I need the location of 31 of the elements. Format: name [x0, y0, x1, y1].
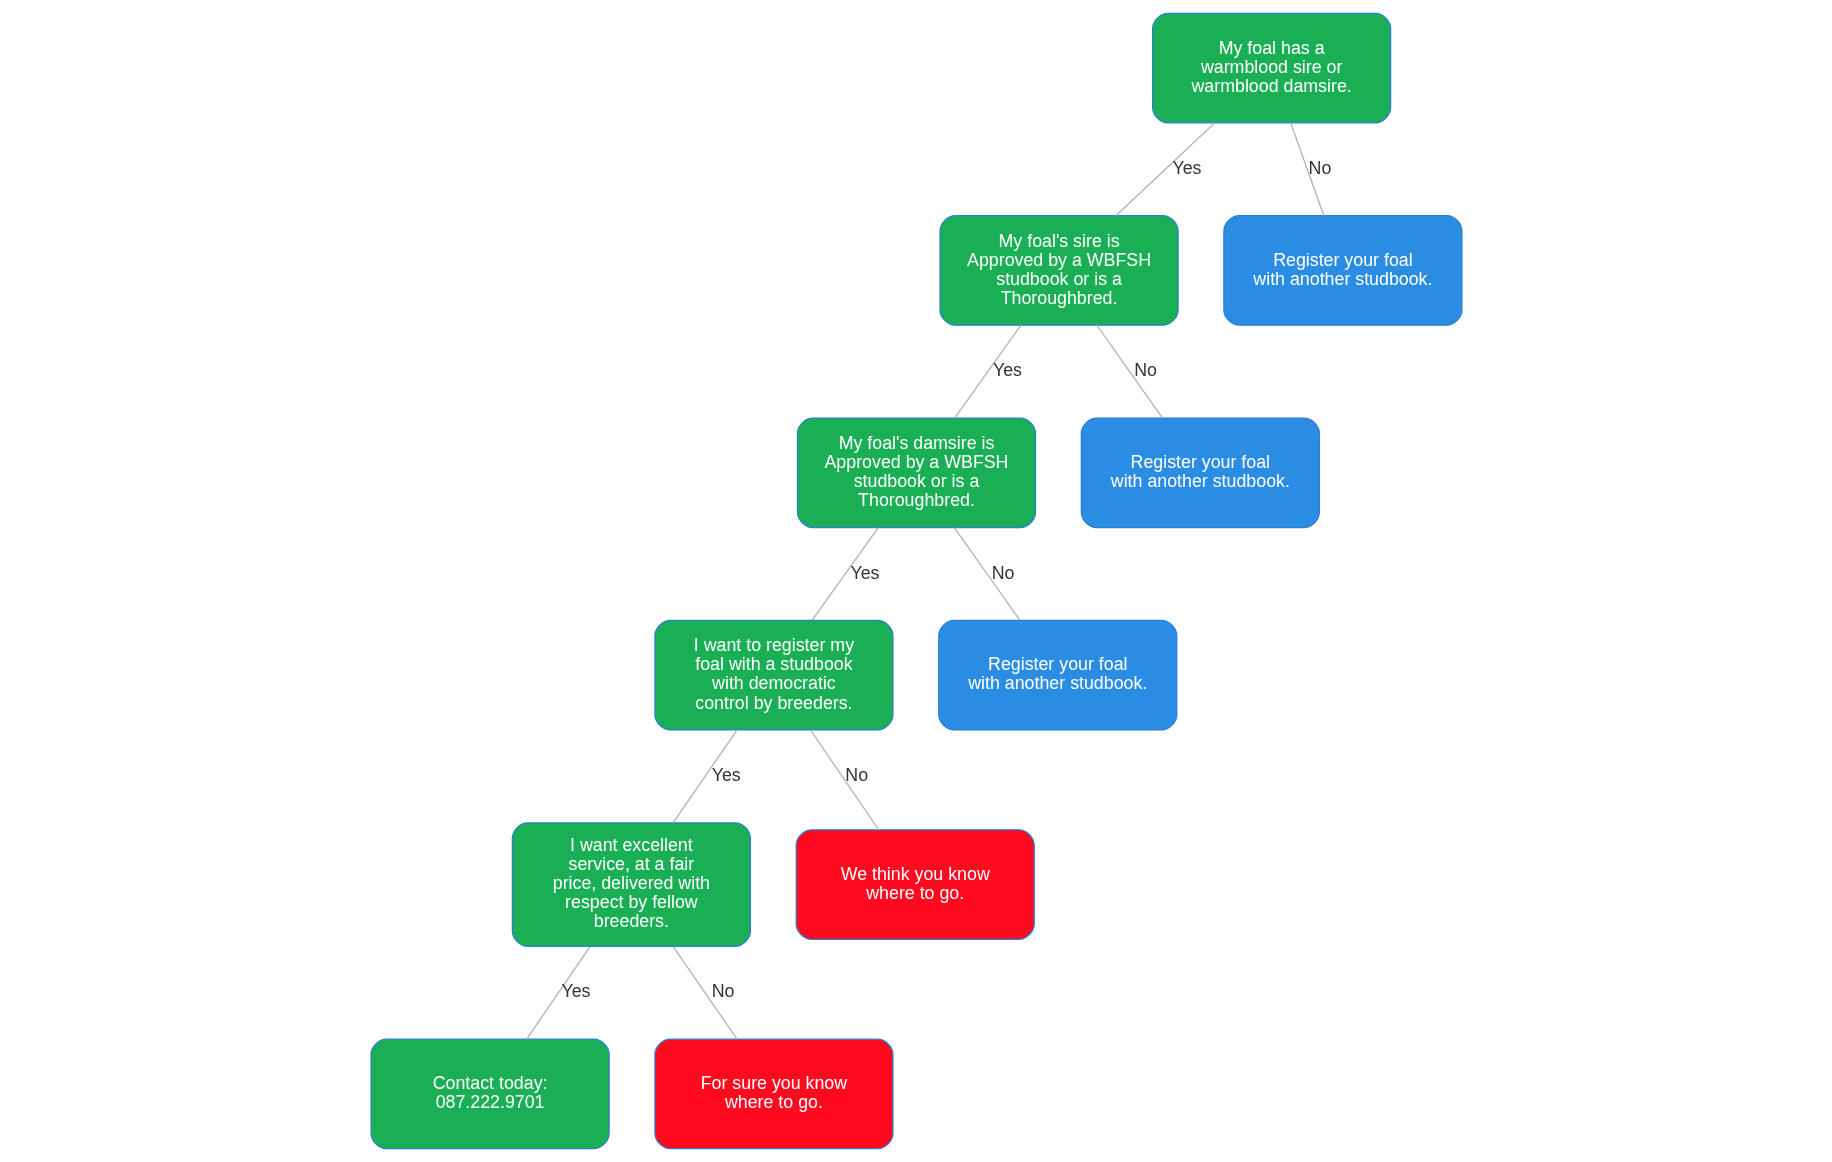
edge-label: No	[1308, 157, 1331, 178]
edge-label: No	[1133, 360, 1157, 381]
edge-label: Yes	[1171, 157, 1201, 178]
edge-label: Yes	[849, 562, 879, 583]
connector	[1289, 122, 1324, 217]
edge-label: Yes	[992, 360, 1022, 381]
connector	[1115, 122, 1215, 217]
node-box: Register your foal with another studbook.	[1222, 215, 1463, 326]
connector	[811, 527, 879, 621]
node-box: Contact today: 087.222.9701	[369, 1038, 610, 1150]
connector	[953, 527, 1020, 621]
edge-label: Yes	[711, 765, 741, 786]
edge-label: No	[991, 562, 1014, 583]
node-box: My foal's sire is Approved by a WBFSH studbook or is a Thoroughbred.	[938, 215, 1179, 326]
node-box: For sure you know where to go.	[653, 1038, 894, 1150]
edge-label: No	[844, 765, 868, 786]
node-box: We think you know where to go.	[795, 829, 1035, 940]
connector	[809, 729, 879, 831]
connector	[1095, 324, 1163, 419]
connector	[953, 324, 1021, 419]
edge-label: No	[711, 981, 734, 1002]
connector	[525, 946, 590, 1040]
node-box: Register your foal with another studbook.	[1080, 417, 1320, 529]
connector	[671, 729, 737, 824]
node-box: I want excellent service, at a fair price, delivered with respect by fellow breeders.	[511, 822, 751, 947]
edge-label: Yes	[560, 981, 591, 1002]
node-box: Register your foal with another studbook.	[937, 619, 1177, 731]
node-box: My foal has a warmblood sire or warmblood damsire.	[1151, 12, 1391, 124]
node-box: I want to register my foal with a studbook with democratic control by breeders.	[653, 619, 894, 731]
node-box: My foal's damsire is Approved by a WBFSH studbook or is a Thoroughbred.	[796, 417, 1036, 529]
connector	[672, 946, 738, 1040]
